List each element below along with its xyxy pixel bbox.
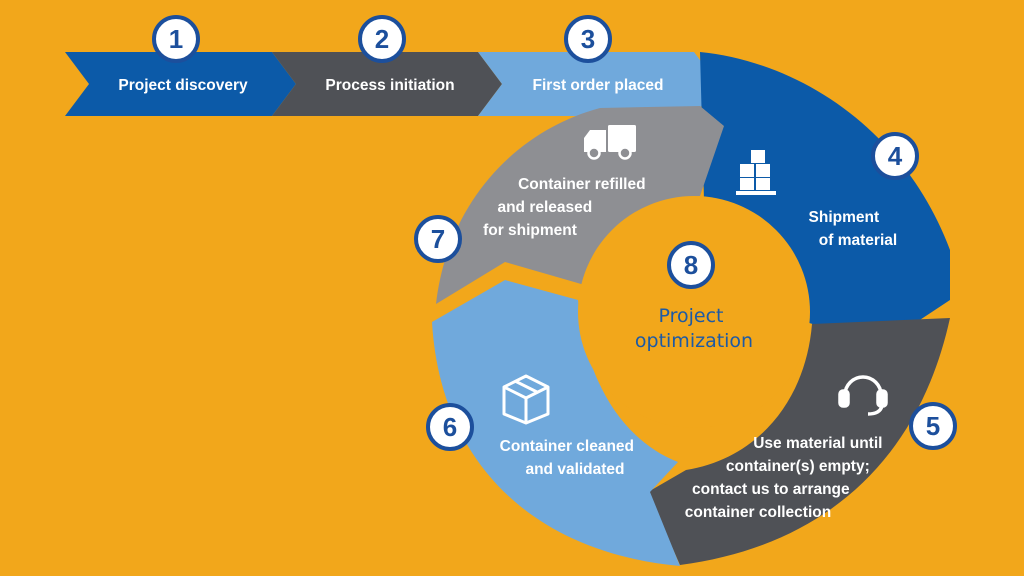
truck-icon <box>584 125 636 160</box>
svg-text:8: 8 <box>684 250 698 280</box>
step-5-badge: 5 <box>909 402 957 450</box>
step-1-chevron <box>65 52 296 116</box>
step-7-segment <box>436 106 724 304</box>
step-4-label: Shipment of material <box>809 209 898 249</box>
step-6-badge: 6 <box>426 403 474 451</box>
svg-text:4: 4 <box>888 141 903 171</box>
step-8-badge: 8 <box>667 241 715 289</box>
step-2-label: Process initiation <box>325 77 454 94</box>
step-5-label: Use material until container(s) empty; c… <box>685 435 887 521</box>
step-7-label: Container refilled and released for ship… <box>483 176 650 239</box>
step-2-badge: 2 <box>358 15 406 63</box>
svg-text:1: 1 <box>169 24 183 54</box>
step-7-badge: 7 <box>414 215 462 263</box>
step-3-chevron <box>478 52 718 116</box>
step-4-segment <box>700 52 950 345</box>
step-6-segment <box>432 280 680 566</box>
step-2-chevron <box>272 52 502 116</box>
step-4-badge: 4 <box>871 132 919 180</box>
step-6-label: Container cleaned and validated <box>500 438 639 478</box>
svg-text:6: 6 <box>443 412 457 442</box>
svg-text:7: 7 <box>431 224 445 254</box>
step-1-label: Project discovery <box>118 77 248 94</box>
step-1-badge: 1 <box>152 15 200 63</box>
svg-text:2: 2 <box>375 24 389 54</box>
svg-text:3: 3 <box>581 24 595 54</box>
step-3-label: First order placed <box>533 77 664 94</box>
step-3-badge: 3 <box>564 15 612 63</box>
headset-icon <box>838 375 888 416</box>
center-circle <box>578 196 810 428</box>
box-icon <box>502 374 550 425</box>
svg-text:5: 5 <box>926 411 940 441</box>
pallet-boxes-icon <box>736 150 776 195</box>
center-label: Project optimization <box>635 305 753 352</box>
